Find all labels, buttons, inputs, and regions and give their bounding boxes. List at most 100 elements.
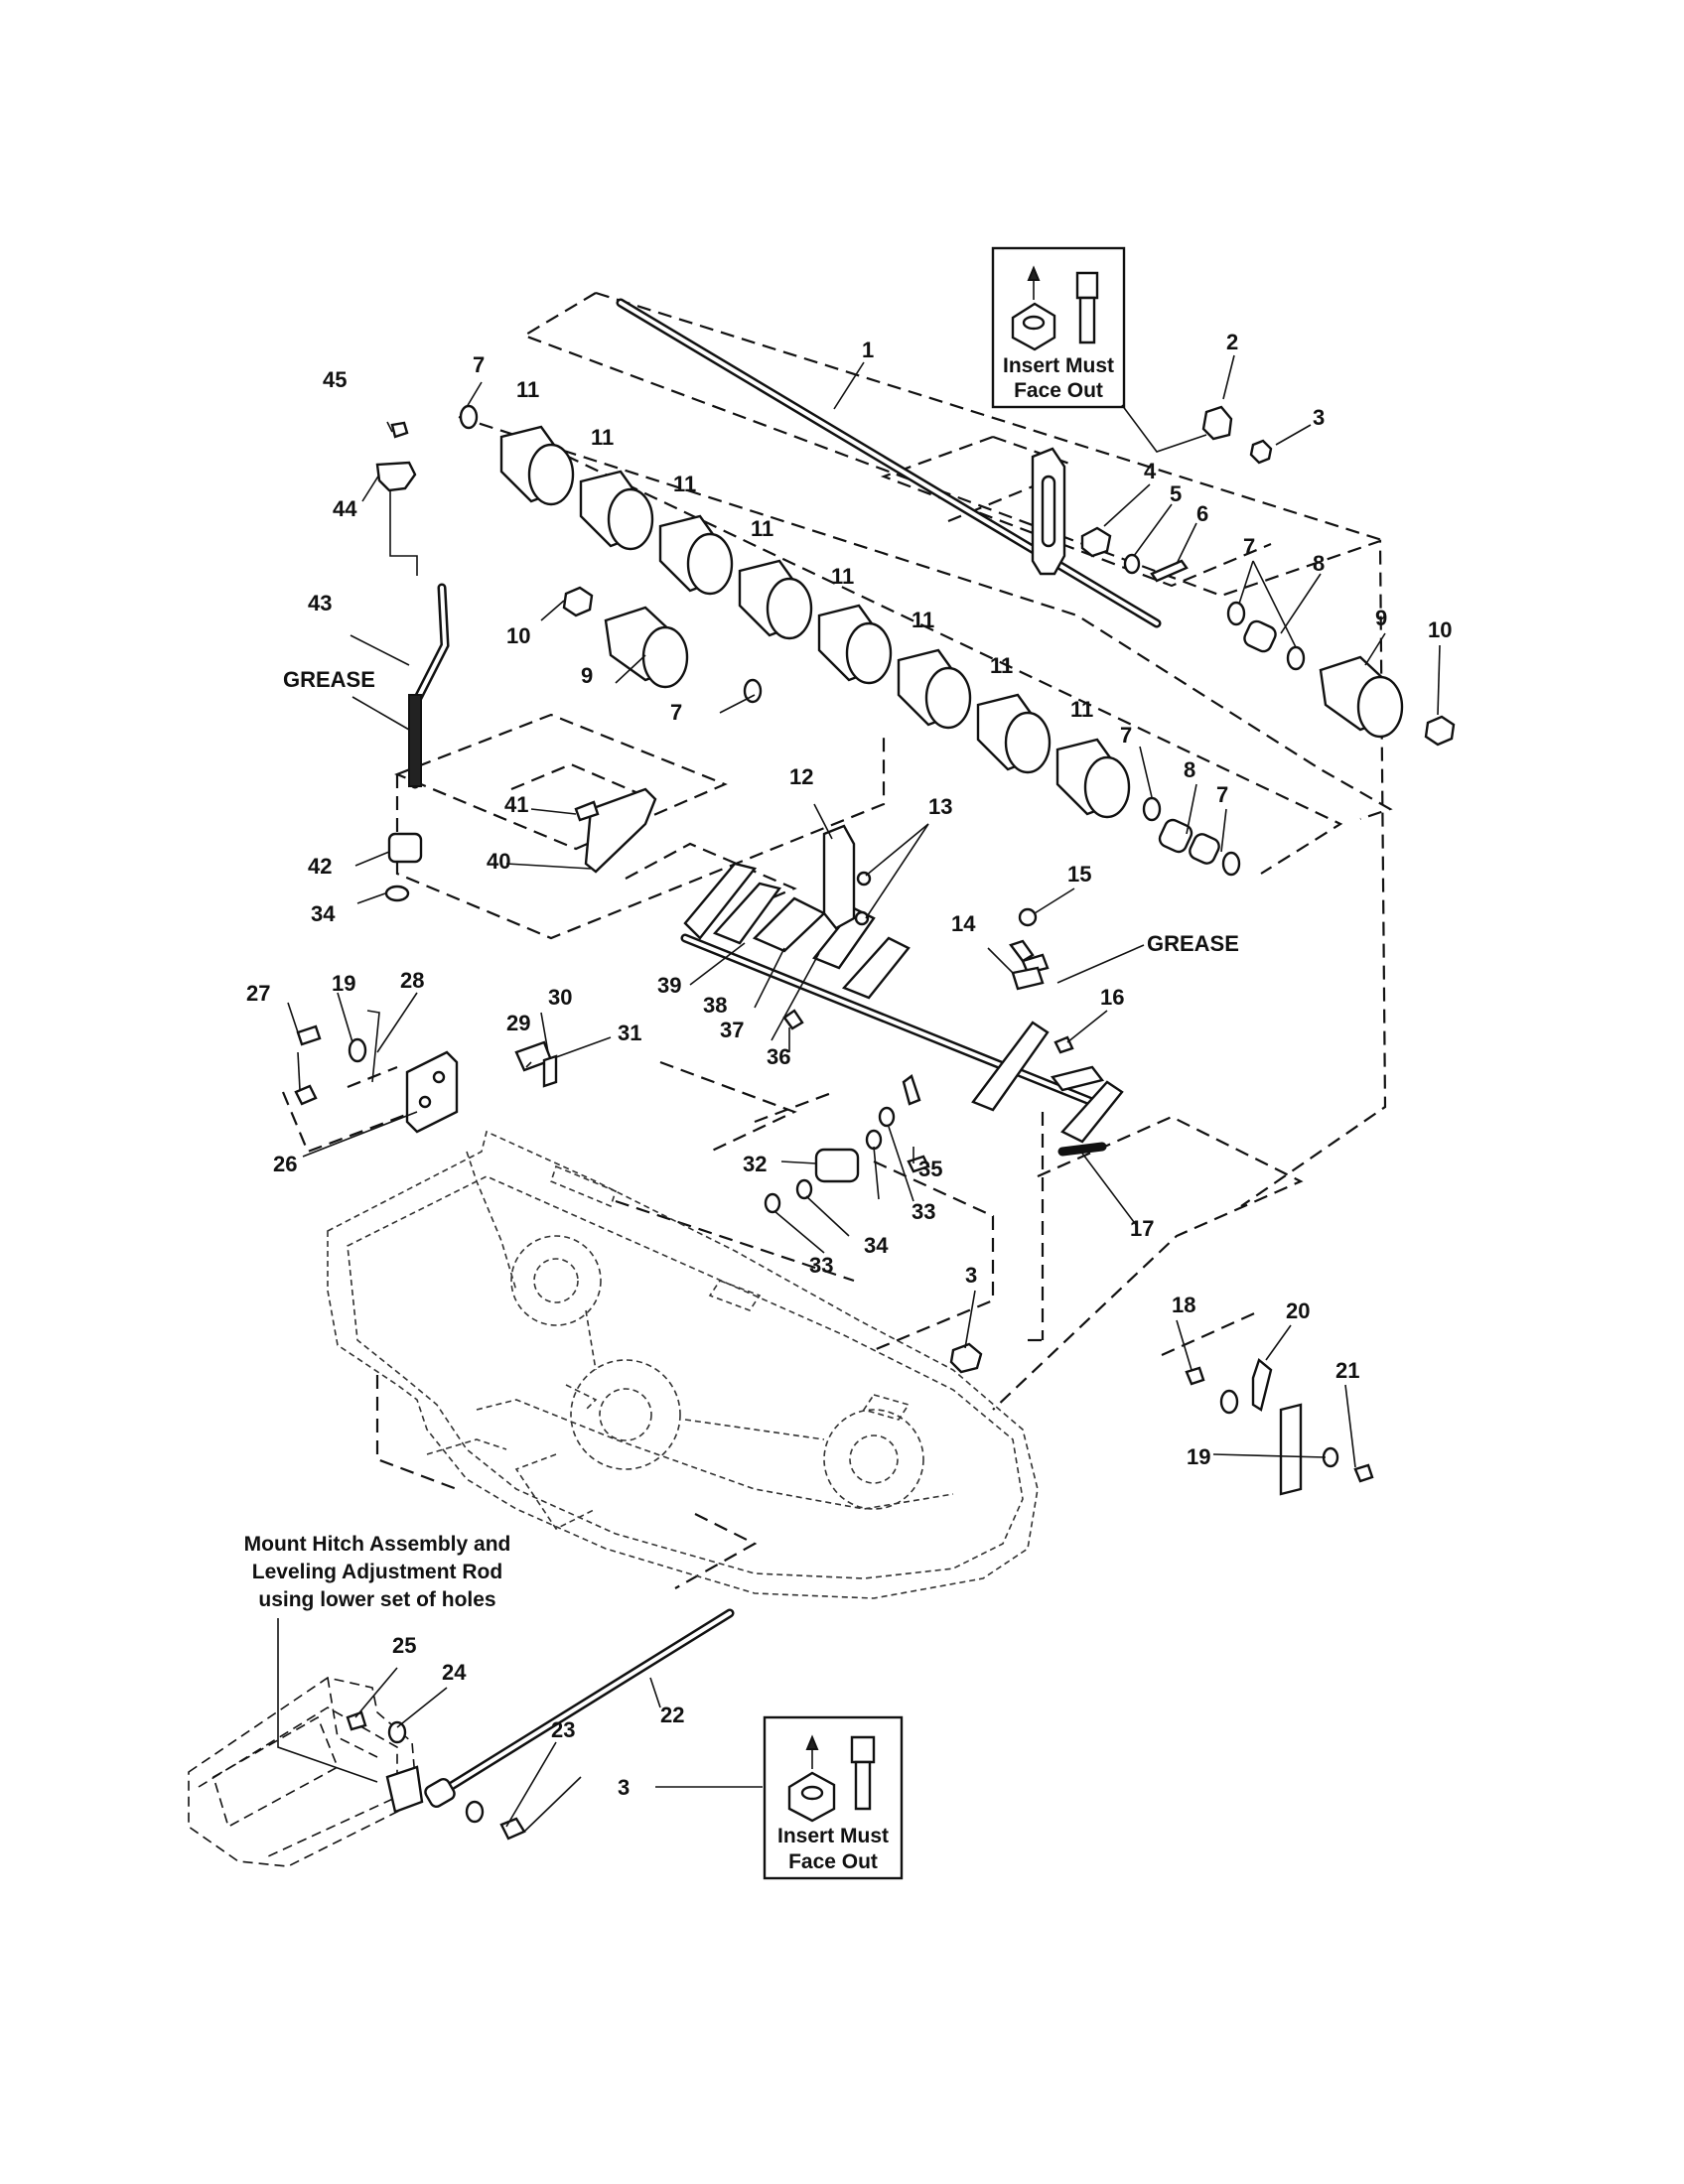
nut-10-right [1424, 715, 1456, 747]
callout-3c: 3 [618, 1775, 630, 1800]
callout-14: 14 [951, 911, 976, 936]
callout-24: 24 [442, 1660, 467, 1685]
callout-21: 21 [1335, 1358, 1359, 1383]
roller-11-h [1055, 738, 1131, 819]
callout-leaders [287, 354, 1441, 1833]
roller-11-b [579, 470, 654, 551]
callout-17: 17 [1130, 1216, 1154, 1241]
callout-8b: 8 [1184, 757, 1195, 782]
roller-11-g [976, 693, 1052, 774]
callout-16: 16 [1100, 985, 1124, 1010]
roller-11-c [658, 514, 734, 596]
washer-7-e [1142, 796, 1162, 822]
callout-42: 42 [308, 854, 332, 879]
callout-7b: 7 [1243, 534, 1255, 559]
callout-23: 23 [551, 1717, 575, 1742]
bolt-icon [1075, 271, 1099, 300]
callout-31: 31 [618, 1021, 641, 1045]
callout-13: 13 [928, 794, 952, 819]
roller-11-f [897, 648, 972, 730]
left-bracket [294, 1010, 558, 1134]
rollers [459, 404, 1456, 877]
callout-10a: 10 [506, 623, 530, 648]
roller-9-right [1319, 655, 1404, 739]
callout-22: 22 [660, 1703, 684, 1727]
insert-top-line1: Insert Must [1003, 354, 1114, 377]
hitch-note-line1: Mount Hitch Assembly and [244, 1533, 511, 1556]
callout-36: 36 [767, 1044, 790, 1069]
callout-11a: 11 [516, 377, 539, 402]
roller-11-d [738, 559, 813, 640]
insert-box-top: Insert Must Face Out [991, 246, 1126, 409]
callout-11h: 11 [1070, 697, 1093, 722]
part-1-rod [616, 298, 1162, 628]
spacer-8-right-top [1243, 619, 1277, 653]
spacer-8-right-bottom [1158, 818, 1220, 865]
callout-9a: 9 [581, 663, 593, 688]
callout-26: 26 [273, 1152, 297, 1176]
insert-bottom-line1: Insert Must [777, 1825, 889, 1847]
callout-28: 28 [400, 968, 424, 993]
callout-11c: 11 [673, 472, 696, 496]
callout-12: 12 [789, 764, 813, 789]
callout-numbers: 1 2 3 4 5 6 7 7 7 7 7 8 8 9 9 10 10 11 1… [246, 330, 1452, 1800]
callout-5: 5 [1170, 481, 1182, 506]
washer-7-c [1226, 601, 1246, 626]
hitch-note: Mount Hitch Assembly and Leveling Adjust… [244, 1533, 511, 1783]
nut-10-left [562, 586, 594, 617]
callout-44: 44 [333, 496, 357, 521]
callout-27: 27 [246, 981, 270, 1006]
callout-7d: 7 [1120, 723, 1132, 748]
callout-37: 37 [720, 1018, 744, 1042]
roller-9-left [604, 606, 689, 689]
callout-3: 3 [1313, 405, 1325, 430]
right-small-parts [1011, 907, 1105, 1092]
roller-11-e [817, 604, 893, 685]
bolt-icon [850, 1735, 876, 1764]
callout-6: 6 [1196, 501, 1208, 526]
callout-2: 2 [1226, 330, 1238, 354]
upper-bracket [1031, 405, 1273, 583]
insert-bottom-line2: Face Out [788, 1850, 878, 1873]
lower-center-parts [764, 1106, 930, 1214]
callout-30: 30 [548, 985, 572, 1010]
grease-label-right: GREASE [1147, 931, 1239, 956]
hitch-note-line2: Leveling Adjustment Rod [252, 1561, 502, 1583]
callout-10b: 10 [1428, 617, 1452, 642]
callout-43: 43 [308, 591, 332, 615]
callout-3b: 3 [965, 1263, 977, 1288]
callout-7c: 7 [670, 700, 682, 725]
nut-3-center [949, 1342, 983, 1374]
callout-19b: 19 [1187, 1444, 1210, 1469]
callout-25: 25 [392, 1633, 416, 1658]
callout-4: 4 [1144, 459, 1157, 483]
roller-11-a [499, 425, 575, 506]
callout-41: 41 [504, 792, 528, 817]
hitch-assembly [188, 1608, 735, 1867]
callout-9b: 9 [1375, 606, 1387, 630]
mower-deck [327, 1130, 1039, 1599]
callout-15: 15 [1067, 862, 1091, 887]
callout-29: 29 [506, 1011, 530, 1035]
callout-11f: 11 [912, 608, 934, 632]
callout-19a: 19 [332, 971, 355, 996]
callout-11e: 11 [831, 564, 854, 589]
grease-label-left: GREASE [283, 667, 375, 692]
washer-7-f [1221, 851, 1241, 877]
insert-box-bottom: Insert Must Face Out [763, 1715, 904, 1880]
callout-45: 45 [323, 367, 347, 392]
center-linkage [574, 787, 1124, 1157]
callout-33a: 33 [912, 1199, 935, 1224]
callout-11g: 11 [990, 653, 1013, 678]
height-adjust-rod [375, 421, 450, 902]
washer-7-d [1286, 645, 1306, 671]
callout-35: 35 [918, 1157, 942, 1181]
callout-32: 32 [743, 1152, 767, 1176]
callout-33b: 33 [809, 1253, 833, 1278]
callout-34a: 34 [311, 901, 336, 926]
washer-7-b [743, 678, 763, 704]
callout-20: 20 [1286, 1298, 1310, 1323]
callout-1: 1 [862, 338, 874, 362]
right-hardware [1185, 1357, 1374, 1496]
